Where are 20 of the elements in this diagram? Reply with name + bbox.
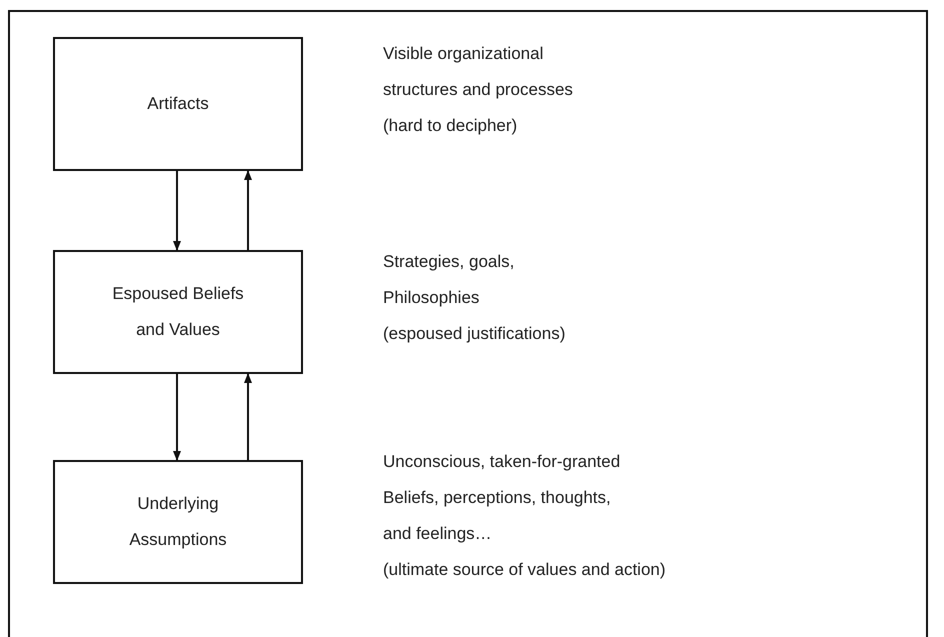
description-text: (espoused justifications) — [383, 323, 566, 345]
description-text: Strategies, goals, — [383, 251, 516, 273]
description-text: Unconscious, taken-for-granted — [383, 451, 622, 473]
box-label: Espoused Beliefs and Values — [111, 283, 245, 341]
arrow — [244, 170, 252, 250]
description-text: Visible organizational — [383, 43, 544, 65]
box-label: Artifacts — [147, 93, 209, 115]
box-label: Underlying Assumptions — [128, 493, 228, 551]
arrow — [244, 373, 252, 460]
description-text: Philosophies — [383, 287, 480, 309]
description-text: (hard to decipher) — [383, 115, 518, 137]
process-box — [53, 250, 303, 374]
process-box — [53, 37, 303, 171]
description-text: and feelings… — [383, 523, 493, 545]
arrow — [173, 171, 181, 251]
arrow — [173, 374, 181, 461]
process-box — [53, 460, 303, 584]
description-text: structures and processes — [383, 79, 573, 101]
description-text: (ultimate source of values and action) — [383, 559, 666, 581]
description-text: Beliefs, perceptions, thoughts, — [383, 487, 612, 509]
